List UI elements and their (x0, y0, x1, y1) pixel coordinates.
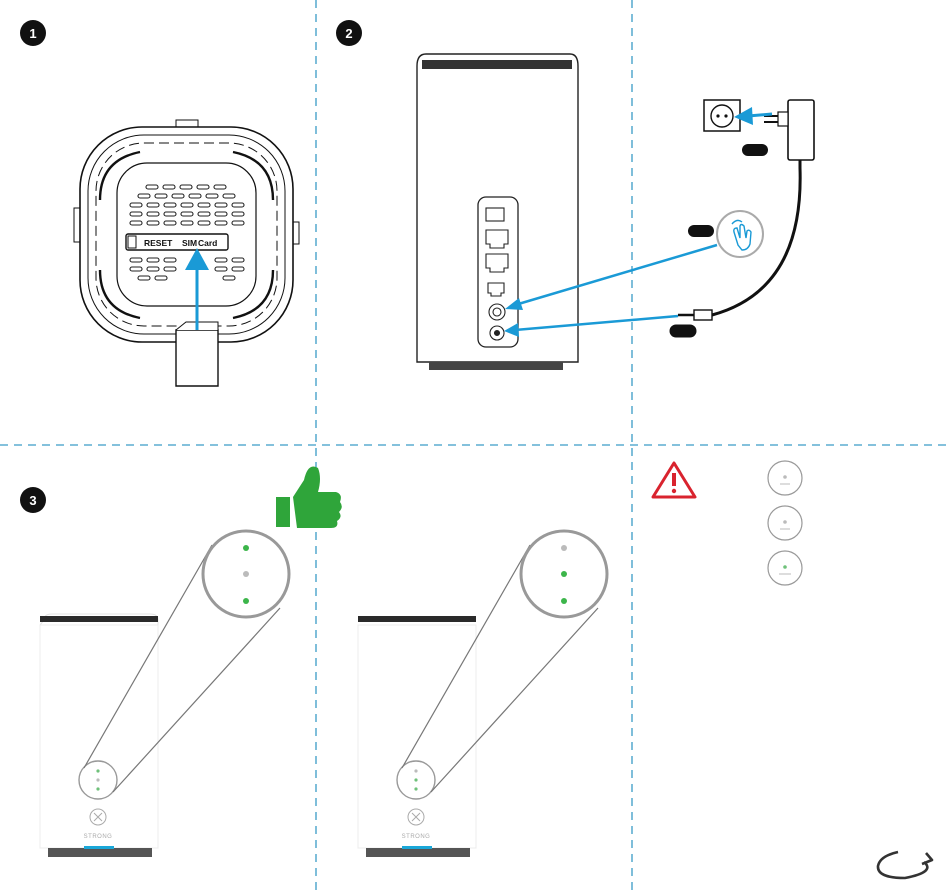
router-bottom-view (74, 120, 299, 342)
led-2-on (561, 571, 567, 577)
brand-logo-a: STRONG (84, 834, 113, 840)
rotate-arrow-icon (878, 852, 932, 878)
step-2-badge: 2 (336, 20, 362, 46)
thumbs-up-icon (276, 467, 342, 529)
reset-label: RESET (144, 238, 173, 248)
brand-logo-b: STRONG (402, 834, 431, 840)
led-zoom-b (521, 531, 607, 617)
warning-icon (653, 463, 695, 497)
wall-socket (704, 100, 740, 131)
usb-port (486, 208, 504, 221)
sim-card (176, 322, 218, 386)
led-3-on (561, 598, 567, 604)
sim-tray: RESET SIM Card (126, 234, 228, 250)
step-3-number: 3 (29, 493, 36, 508)
led-legend (768, 461, 802, 585)
led-3-on (243, 598, 249, 604)
led-2-off (243, 571, 249, 577)
ventilation-slots (130, 185, 244, 280)
led-1-off (561, 545, 567, 551)
insert-arrow (185, 248, 209, 330)
sim-label: SIM (182, 238, 197, 248)
led-zoom-a (203, 531, 289, 617)
step-2-number: 2 (345, 26, 352, 41)
step-1-badge: 1 (20, 20, 46, 46)
step-1-number: 1 (29, 26, 36, 41)
step-3-badge: 3 (20, 487, 46, 513)
power-adapter (742, 100, 814, 160)
led-1-on (243, 545, 249, 551)
router-front-b: STRONG (358, 616, 476, 857)
router-front-a: STRONG (40, 614, 158, 857)
card-label: Card (198, 238, 217, 248)
